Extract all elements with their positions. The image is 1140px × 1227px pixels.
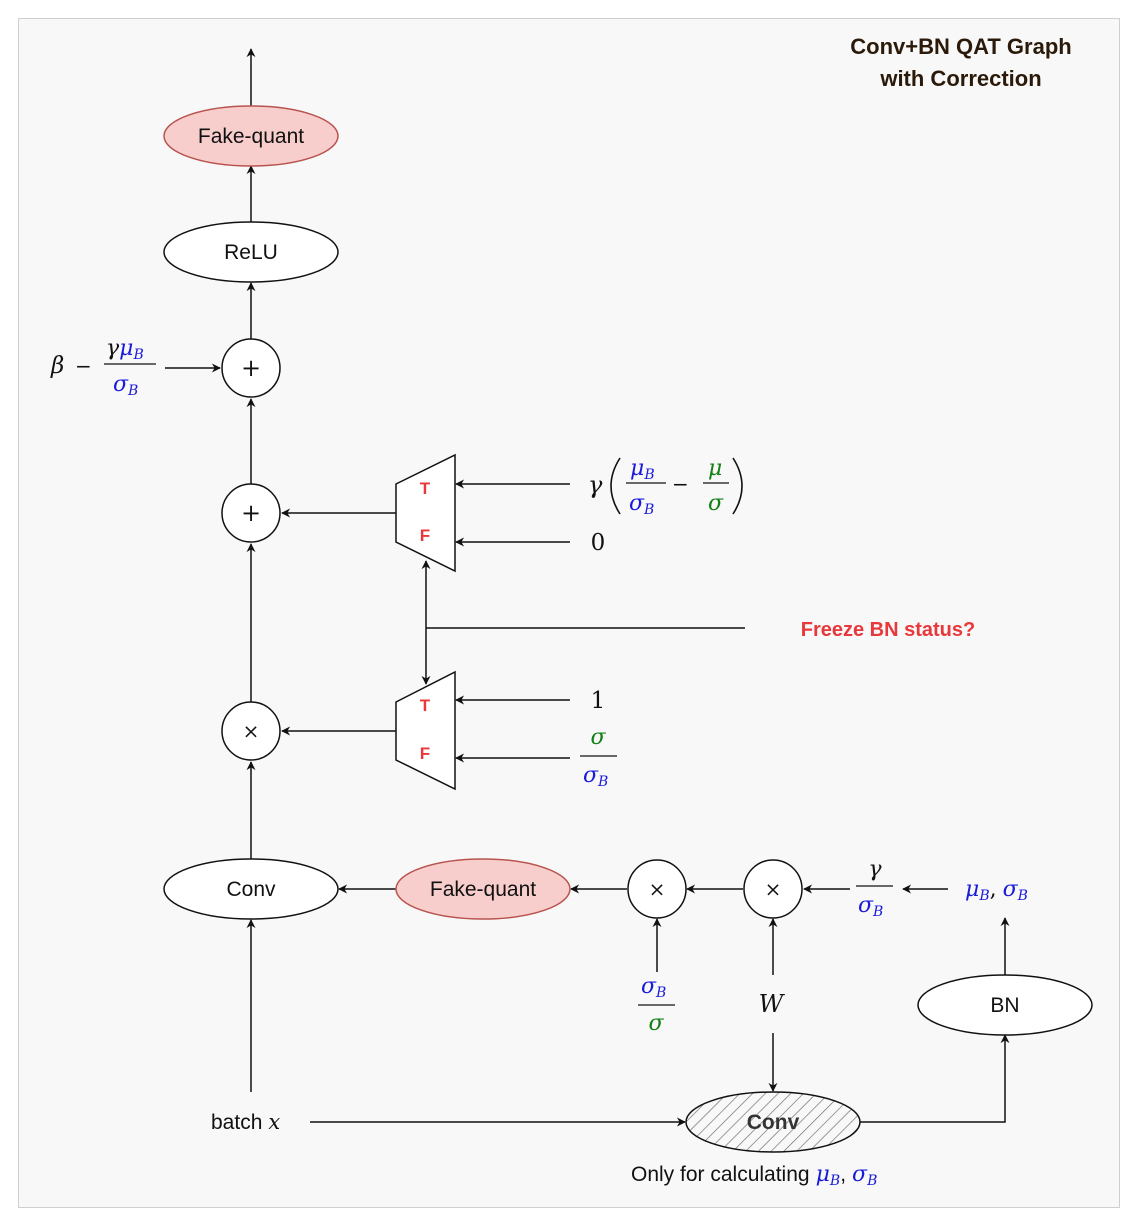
conv-stats-shape [685, 1091, 861, 1153]
bn-shape [917, 974, 1093, 1036]
fake-quant-top-shape [163, 105, 339, 167]
relu-label: ReLU [224, 241, 278, 264]
add-bias-circle [221, 338, 281, 398]
edge-conv-stats-to-bn [860, 1034, 1010, 1123]
mul-weight-circle [743, 859, 803, 919]
correction-left-paren [610, 457, 621, 515]
node-fake-quant-top: Fake-quant [163, 105, 339, 167]
node-mul-weight: × [743, 859, 803, 919]
add-correction-symbol: + [241, 499, 261, 527]
ratio-term-mux: σ σB [580, 725, 617, 790]
correction-num1: μB [630, 456, 655, 483]
weight-W-label: W [759, 990, 786, 1018]
ratio-weight-num: σB [641, 974, 666, 1001]
conv-main-shape [163, 858, 339, 920]
edges [165, 48, 1010, 1127]
mul-ratio-circle [627, 859, 687, 919]
mul-output-symbol: × [243, 719, 260, 743]
batch-stats-label: μB,σB [965, 877, 1028, 904]
scale-term: γ σB [856, 857, 893, 920]
ratio-mux-den: σB [583, 763, 608, 790]
mul-ratio-symbol: × [649, 877, 666, 901]
scale-den: σB [858, 893, 883, 920]
node-conv-main: Conv [163, 858, 339, 920]
ratio-mux-num: σ [590, 725, 606, 750]
conv-stats-label: Conv [747, 1111, 800, 1134]
conv-main-label: Conv [226, 878, 276, 901]
correction-den1: σB [629, 491, 654, 518]
fake-quant-weight-shape [395, 858, 571, 920]
correction-den2: σ [708, 491, 724, 516]
correction-minus: − [672, 472, 689, 496]
ratio-weight-den: σ [648, 1011, 664, 1036]
mul-weight-symbol: × [765, 877, 782, 901]
bias-denominator: σB [113, 372, 138, 399]
mux-scale: T F [395, 670, 456, 791]
relu-shape [163, 221, 339, 283]
ratio-term-weight: σB σ [638, 974, 675, 1036]
fake-quant-weight-label: Fake-quant [430, 878, 536, 901]
bn-label: BN [990, 994, 1019, 1017]
mux-correction: T F [395, 453, 456, 573]
freeze-bn-label: Freeze BN status? [801, 619, 976, 641]
diagram-title-line1: Conv+BN QAT Graph [850, 34, 1071, 59]
mux-correction-false: F [420, 526, 430, 545]
add-correction-circle [221, 483, 281, 543]
scale-num: γ [868, 857, 882, 882]
zero-label: 0 [591, 530, 606, 556]
mul-output-circle [221, 701, 281, 761]
bias-minus: − [75, 354, 92, 378]
mux-correction-true: T [420, 479, 431, 498]
diagram-title-line2: with Correction [879, 66, 1041, 91]
mux-correction-shape [395, 453, 456, 573]
node-conv-stats: Conv [685, 1091, 861, 1153]
one-label: 1 [591, 688, 606, 714]
add-bias-symbol: + [241, 354, 261, 382]
node-add-bias: + [221, 338, 281, 398]
correction-right-paren [732, 457, 743, 515]
correction-num2: μ [708, 456, 722, 481]
node-bn: BN [917, 974, 1093, 1036]
mux-scale-true: T [420, 696, 431, 715]
bias-numerator: γμB [106, 336, 144, 363]
node-add-correction: + [221, 483, 281, 543]
bias-term: β − γμB σB [50, 336, 156, 399]
node-mul-ratio: × [627, 859, 687, 919]
bias-beta: β [50, 353, 64, 379]
mux-scale-shape [395, 670, 456, 791]
fake-quant-top-label: Fake-quant [198, 125, 304, 148]
node-relu: ReLU [163, 221, 339, 283]
node-mul-output: × [221, 701, 281, 761]
node-fake-quant-weight: Fake-quant [395, 858, 571, 920]
mux-scale-false: F [420, 744, 430, 763]
correction-gamma: γ [588, 471, 603, 499]
correction-term: γ μB σB − μ σ [588, 456, 743, 518]
